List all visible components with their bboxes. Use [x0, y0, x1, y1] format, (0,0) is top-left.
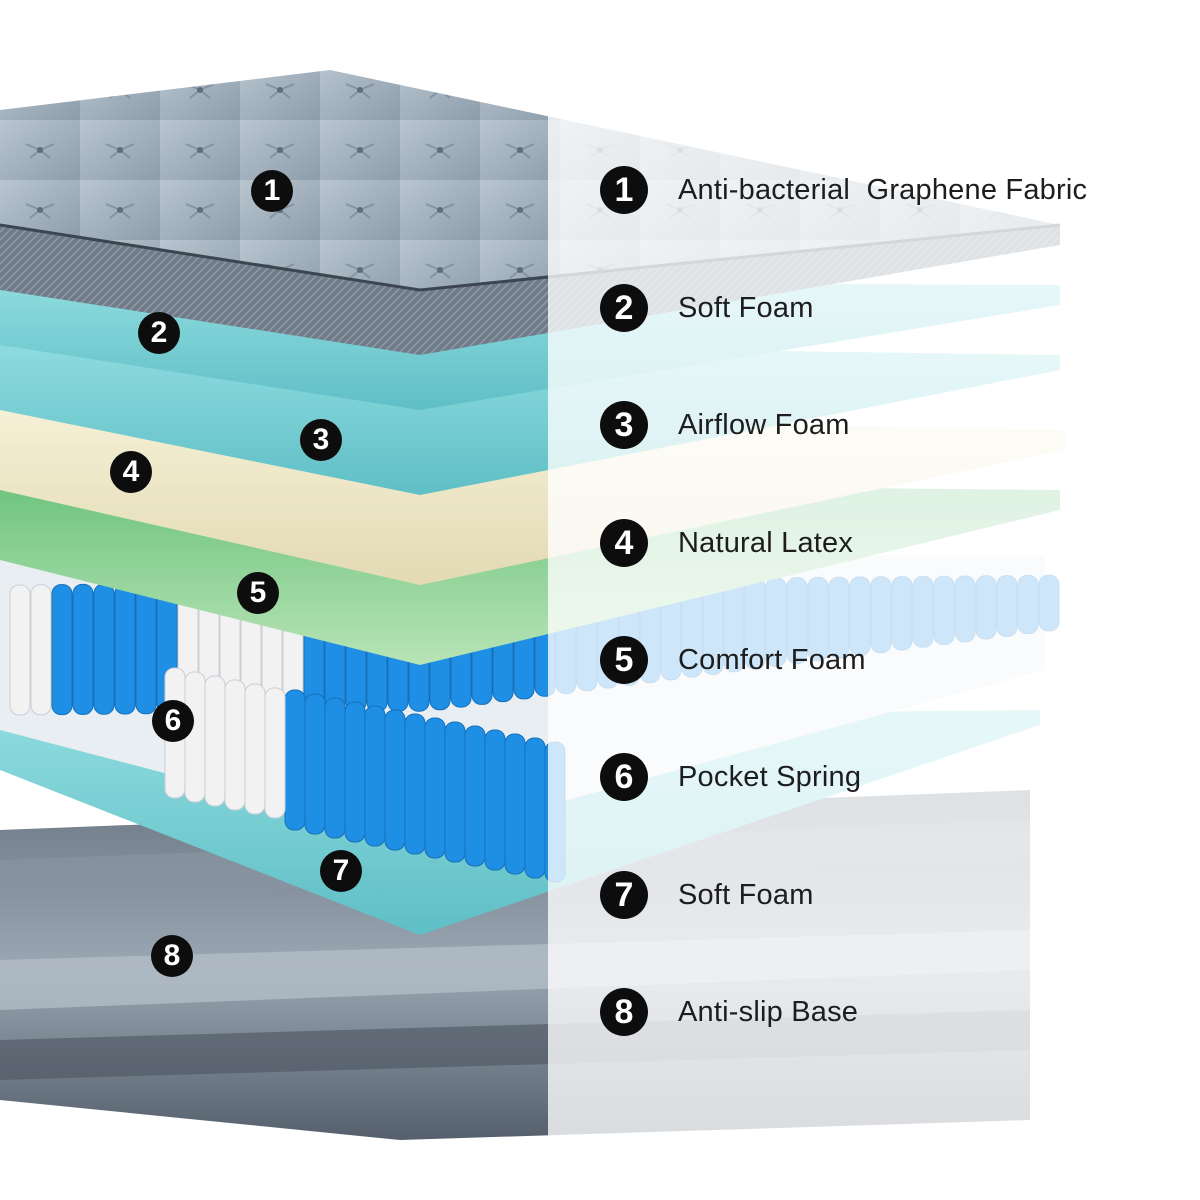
legend-label-8: Anti-slip Base — [678, 995, 859, 1028]
pocket-spring-coil — [114, 583, 136, 715]
layer-marker-4: 4 — [110, 451, 152, 493]
legend-label-5: Comfort Foam — [678, 643, 866, 676]
legend-item-6: 6 Pocket Spring — [600, 751, 861, 803]
pocket-spring-coil — [204, 675, 226, 807]
pocket-spring-coil — [484, 729, 506, 871]
legend-label-1: Anti-bacterial Graphene Fabric — [678, 173, 1088, 206]
layer-marker-2: 2 — [138, 312, 180, 354]
pocket-spring-coil — [424, 717, 446, 859]
layer-marker-7: 7 — [320, 850, 362, 892]
layer-marker-5: 5 — [237, 572, 279, 614]
legend-item-2: 2 Soft Foam — [600, 282, 814, 334]
legend-item-4: 4 Natural Latex — [600, 517, 853, 569]
label-panel-overlay — [548, 0, 1200, 1200]
layer-marker-1: 1 — [251, 170, 293, 212]
pocket-spring-coil — [72, 583, 94, 715]
pocket-spring-coil — [184, 671, 206, 803]
legend-label-7: Soft Foam — [678, 878, 814, 911]
legend-label-3: Airflow Foam — [678, 408, 850, 441]
legend-number-6: 6 — [600, 753, 648, 801]
legend-label-6: Pocket Spring — [678, 760, 862, 793]
legend-number-5: 5 — [600, 636, 648, 684]
pocket-spring-coil — [135, 583, 157, 715]
legend-number-4: 4 — [600, 519, 648, 567]
pocket-spring-coil — [504, 733, 526, 875]
legend-number-8: 8 — [600, 988, 648, 1036]
legend-label-4: Natural Latex — [678, 526, 854, 559]
layer-marker-3: 3 — [300, 419, 342, 461]
pocket-spring-coil — [304, 693, 326, 835]
legend-item-3: 3 Airflow Foam — [600, 399, 850, 451]
legend-item-7: 7 Soft Foam — [600, 869, 814, 921]
pocket-spring-coil — [9, 584, 31, 716]
pocket-spring-coil — [284, 689, 306, 831]
legend-number-3: 3 — [600, 401, 648, 449]
pocket-spring-coil — [364, 705, 386, 847]
layer-marker-6: 6 — [152, 700, 194, 742]
legend-item-1: 1 Anti-bacterial Graphene Fabric — [600, 164, 1087, 216]
legend-number-7: 7 — [600, 871, 648, 919]
pocket-spring-coil — [444, 721, 466, 863]
legend-number-1: 1 — [600, 166, 648, 214]
pocket-spring-coil — [264, 687, 286, 819]
legend-label-2: Soft Foam — [678, 291, 814, 324]
pocket-spring-coil — [224, 679, 246, 811]
pocket-spring-coil — [30, 584, 52, 716]
legend-item-8: 8 Anti-slip Base — [600, 986, 858, 1038]
pocket-spring-coil — [404, 713, 426, 855]
pocket-spring-coil — [51, 584, 73, 716]
pocket-spring-coil — [384, 709, 406, 851]
pocket-spring-coil — [93, 583, 115, 715]
pocket-spring-coil — [324, 697, 346, 839]
legend-item-5: 5 Comfort Foam — [600, 634, 866, 686]
pocket-spring-coil — [524, 737, 546, 879]
layer-marker-8: 8 — [151, 935, 193, 977]
pocket-spring-coil — [244, 683, 266, 815]
pocket-spring-coil — [344, 701, 366, 843]
pocket-spring-coil — [464, 725, 486, 867]
legend-number-2: 2 — [600, 284, 648, 332]
